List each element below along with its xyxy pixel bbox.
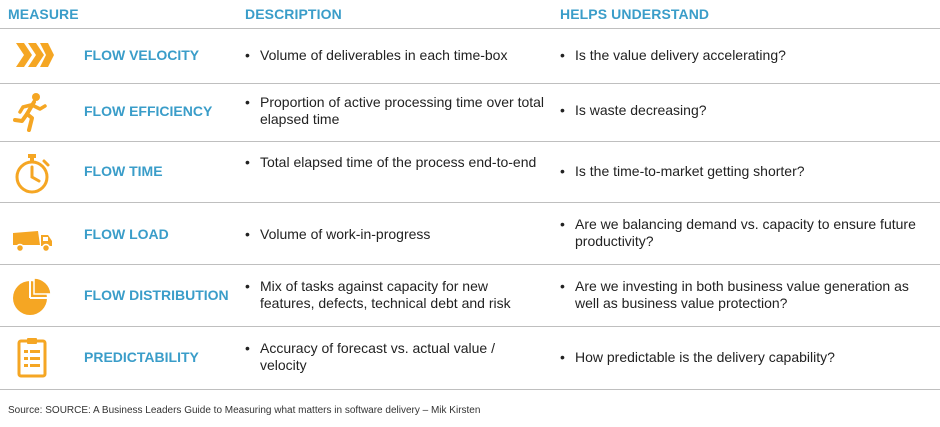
measure-name: PREDICTABILITY (84, 349, 199, 365)
checklist-icon (10, 336, 54, 380)
description-cell: • Proportion of active processing time o… (245, 94, 545, 128)
bullet: • (245, 340, 250, 356)
stopwatch-icon (10, 151, 54, 195)
measure-name: FLOW DISTRIBUTION (84, 287, 229, 303)
divider (0, 202, 940, 203)
table-row-flow-efficiency: FLOW EFFICIENCY • Proportion of active p… (0, 81, 940, 143)
bullet: • (560, 349, 565, 365)
bullet: • (245, 154, 250, 170)
description-text: Mix of tasks against capacity for new fe… (260, 278, 511, 311)
helps-text: Are we investing in both business value … (575, 278, 909, 311)
description-text: Proportion of active processing time ove… (260, 94, 545, 127)
running-person-icon (10, 90, 54, 134)
divider (0, 141, 940, 142)
measure-name: FLOW VELOCITY (84, 47, 200, 63)
divider (0, 264, 940, 265)
bullet: • (245, 94, 250, 110)
measure-name: FLOW LOAD (84, 226, 169, 242)
helps-text: How predictable is the delivery capabili… (575, 349, 835, 365)
helps-text: Is the value delivery accelerating? (575, 47, 786, 63)
description-cell: • Total elapsed time of the process end-… (245, 154, 545, 171)
chevrons-icon (10, 33, 54, 77)
source-note: Source: SOURCE: A Business Leaders Guide… (8, 405, 481, 416)
helps-text: Is waste decreasing? (575, 102, 707, 118)
helps-cell: • Are we balancing demand vs. capacity t… (560, 216, 930, 250)
bullet: • (560, 216, 565, 232)
table-row-predictability: PREDICTABILITY • Accuracy of forecast vs… (0, 327, 940, 389)
helps-cell: • Is waste decreasing? (560, 102, 930, 119)
description-cell: • Volume of deliverables in each time-bo… (245, 47, 545, 64)
table-row-flow-load: FLOW LOAD • Volume of work-in-progress •… (0, 204, 940, 266)
divider (0, 83, 940, 84)
dump-truck-icon (10, 213, 54, 257)
description-text: Accuracy of forecast vs. actual value / … (260, 340, 495, 373)
divider (0, 389, 940, 390)
bullet: • (560, 278, 565, 294)
measure-name: FLOW TIME (84, 163, 163, 179)
header-description: DESCRIPTION (245, 6, 342, 22)
bullet: • (560, 163, 565, 179)
table-row-flow-distribution: FLOW DISTRIBUTION • Mix of tasks against… (0, 265, 940, 327)
description-text: Volume of deliverables in each time-box (260, 47, 508, 63)
helps-text: Are we balancing demand vs. capacity to … (575, 216, 916, 249)
bullet: • (560, 47, 565, 63)
helps-cell: • Is the time-to-market getting shorter? (560, 163, 930, 180)
table-row-flow-velocity: FLOW VELOCITY • Volume of deliverables i… (0, 24, 940, 86)
header-measure: MEASURE (8, 6, 79, 22)
bullet: • (245, 226, 250, 242)
description-text: Total elapsed time of the process end-to… (260, 154, 537, 170)
helps-cell: • Is the value delivery accelerating? (560, 47, 930, 64)
table-row-flow-time: FLOW TIME • Total elapsed time of the pr… (0, 142, 940, 204)
description-text: Volume of work-in-progress (260, 226, 431, 242)
pie-chart-icon (10, 274, 54, 318)
table-header: MEASURE DESCRIPTION HELPS UNDERSTAND (0, 0, 940, 28)
description-cell: • Volume of work-in-progress (245, 226, 545, 243)
header-helps-understand: HELPS UNDERSTAND (560, 6, 710, 22)
bullet: • (560, 102, 565, 118)
helps-cell: • How predictable is the delivery capabi… (560, 349, 930, 366)
bullet: • (245, 47, 250, 63)
description-cell: • Accuracy of forecast vs. actual value … (245, 340, 545, 374)
helps-cell: • Are we investing in both business valu… (560, 278, 930, 312)
helps-text: Is the time-to-market getting shorter? (575, 163, 805, 179)
measure-name: FLOW EFFICIENCY (84, 103, 213, 119)
bullet: • (245, 278, 250, 294)
divider (0, 326, 940, 327)
description-cell: • Mix of tasks against capacity for new … (245, 278, 545, 312)
divider (0, 28, 940, 29)
